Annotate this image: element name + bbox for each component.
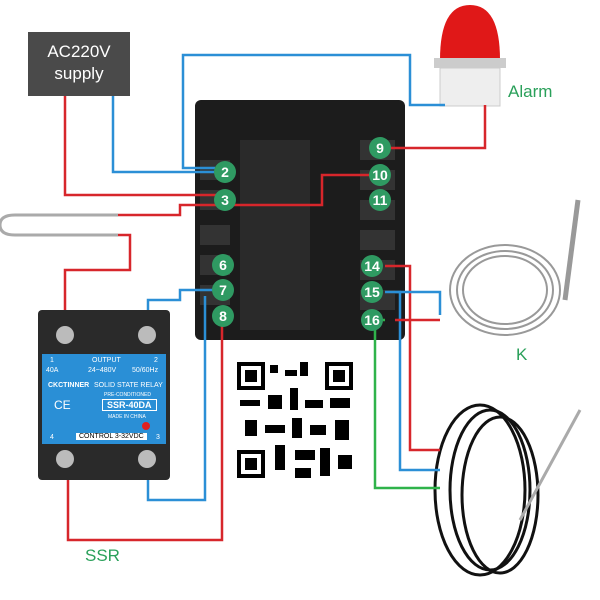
- terminal-8: 8: [212, 305, 234, 327]
- ssr-model: SSR-40DA: [102, 399, 157, 411]
- wire-probe-green: [373, 318, 440, 490]
- wire-k-blue: [385, 290, 440, 472]
- wire-ssr-blue-bottom: [146, 296, 207, 502]
- alarm-beacon: [434, 5, 506, 107]
- ssr-made-in: MADE IN CHINA: [108, 414, 146, 420]
- heater-element: [0, 213, 118, 237]
- wire-ssr-red-bottom: [66, 316, 224, 542]
- k-label: K: [516, 345, 528, 364]
- k-thermocouple: [449, 199, 581, 336]
- ac-supply-box: AC220V supply: [28, 32, 130, 96]
- terminal-15: 15: [361, 281, 383, 303]
- ssr-pin3: 3: [156, 434, 160, 441]
- ssr-output: OUTPUT: [92, 357, 121, 364]
- ssr-label: SSR: [85, 546, 120, 565]
- terminal-7: 7: [212, 279, 234, 301]
- terminal-14: 14: [361, 255, 383, 277]
- screw-terminal-1: [56, 326, 74, 344]
- qr-code: [235, 360, 355, 480]
- wire-supply-red: [63, 96, 225, 197]
- terminal-16: 16: [361, 309, 383, 331]
- ssr-current: 40A: [46, 367, 59, 374]
- ssr-title: SOLID STATE RELAY: [94, 382, 163, 389]
- alarm-label: Alarm: [508, 82, 553, 101]
- ssr-subtitle: PRE-CONDITIONED: [104, 392, 151, 398]
- ssr-ce-mark: CE: [54, 398, 71, 412]
- ssr-pin2: 2: [154, 357, 158, 364]
- ssr-control: CONTROL 3-32VDC: [76, 433, 147, 440]
- screw-terminal-4: [56, 450, 74, 468]
- terminal-10: 10: [369, 164, 391, 186]
- terminal-9: 9: [369, 137, 391, 159]
- wire-heater-ssr: [63, 233, 132, 325]
- wire-k-red: [385, 264, 440, 452]
- terminal-11: 11: [369, 189, 391, 211]
- ssr-pin1: 1: [50, 357, 54, 364]
- wire-supply-blue: [111, 96, 225, 174]
- terminal-3: 3: [214, 189, 236, 211]
- supply-line1: AC220V: [47, 42, 111, 61]
- screw-terminal-3: [138, 450, 156, 468]
- ssr-voltage: 24~480V: [88, 367, 117, 374]
- ssr-label-plate: 1 OUTPUT 2 40A 24~480V 50/60Hz CKCTINNER…: [42, 354, 166, 444]
- ssr-freq: 50/60Hz: [132, 367, 159, 374]
- screw-terminal-2: [138, 326, 156, 344]
- solid-state-relay: 1 OUTPUT 2 40A 24~480V 50/60Hz CKCTINNER…: [38, 310, 170, 480]
- supply-line2: supply: [54, 64, 104, 83]
- wire-ssr-blue: [146, 288, 225, 325]
- wire-alarm-red: [385, 105, 487, 150]
- wire-heater-red: [118, 173, 385, 217]
- ssr-brand: CKCTINNER: [48, 382, 90, 389]
- temperature-probe: [433, 403, 582, 577]
- ssr-pin4: 4: [50, 434, 54, 441]
- ssr-led: [142, 422, 150, 430]
- terminal-2: 2: [214, 161, 236, 183]
- wire-alarm-blue: [181, 53, 445, 170]
- terminal-6: 6: [212, 254, 234, 276]
